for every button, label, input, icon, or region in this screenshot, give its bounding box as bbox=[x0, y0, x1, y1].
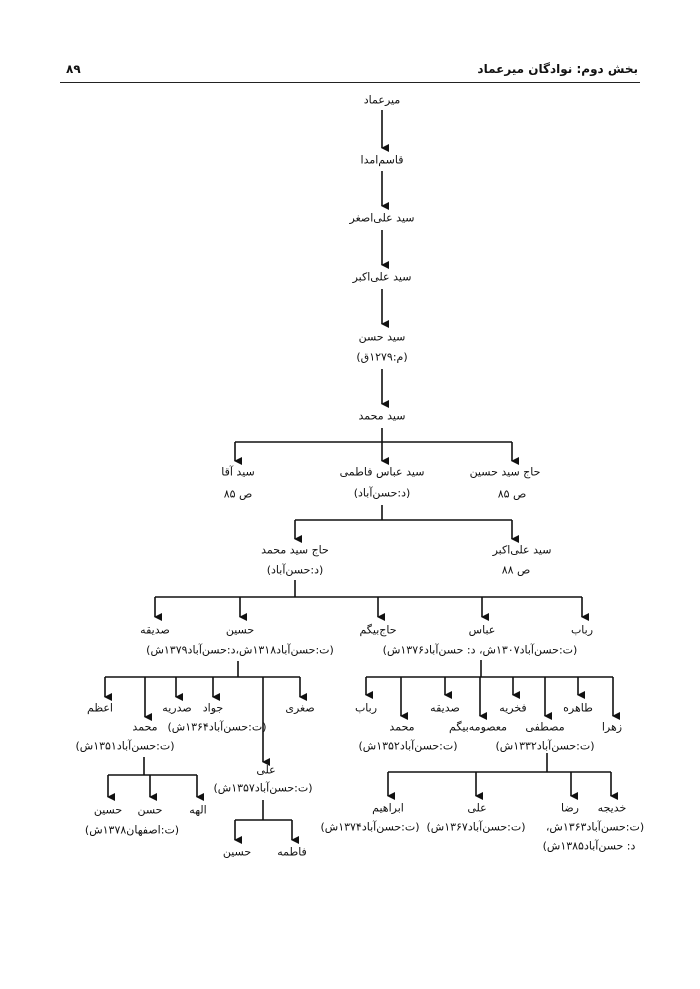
person-name: رضا bbox=[560, 801, 580, 815]
person-name: حسین bbox=[93, 803, 123, 817]
person-name: سید حسن bbox=[358, 330, 406, 344]
person-name: علی bbox=[256, 763, 276, 777]
person-name: میرعماد bbox=[363, 93, 401, 107]
person-name: خدیجه bbox=[597, 801, 627, 815]
person-note: (ت:حسن‌آباد۱۳۵۷ش) bbox=[213, 781, 313, 795]
person-note: (ت:حسن‌آباد۱۳۵۱ش) bbox=[75, 739, 175, 753]
person-name: رباب bbox=[354, 701, 378, 715]
person-name: حسن bbox=[137, 803, 163, 817]
person-name: صدیقه bbox=[140, 623, 170, 637]
chapter-title: بخش دوم: نوادگان میرعماد bbox=[477, 62, 638, 76]
person-name: حسین bbox=[225, 623, 255, 637]
person-note: (ت:حسن‌آباد۱۳۱۸ش،د:حسن‌آباد۱۳۷۹ش) bbox=[146, 643, 334, 657]
person-name: علی bbox=[467, 801, 487, 815]
person-note: (ت:حسن‌آباد۱۳۰۷ش، د: حسن‌آباد۱۳۷۶ش) bbox=[382, 643, 578, 657]
person-note: (م:۱۲۷۹ق) bbox=[356, 350, 408, 364]
gen4-connectors bbox=[154, 580, 589, 621]
gen3-connectors bbox=[294, 505, 519, 543]
person-name: الهه bbox=[189, 803, 207, 817]
person-name: طاهره bbox=[563, 701, 593, 715]
person-name: اعظم bbox=[87, 701, 113, 715]
person-name: سید آقا bbox=[221, 465, 255, 479]
person-name: سید علی‌اصغر bbox=[349, 211, 415, 225]
person-name: حاج سید محمد bbox=[261, 543, 329, 557]
header-divider bbox=[60, 82, 640, 83]
person-note: (ت:حسن‌آباد۱۳۵۲ش) bbox=[358, 739, 458, 753]
gen2-connectors bbox=[234, 428, 519, 465]
abbas-connectors bbox=[365, 660, 620, 800]
page-ref: ص ۸۸ bbox=[501, 563, 531, 577]
person-name: حاج سید حسین bbox=[469, 465, 541, 479]
person-name: سید محمد bbox=[358, 409, 406, 423]
person-name: حاج‌بیگم bbox=[359, 623, 397, 637]
person-note: (ت:اصفهان۱۳۷۸ش) bbox=[84, 823, 180, 837]
person-note: (د:حسن‌آباد) bbox=[266, 563, 324, 577]
person-name: ابراهیم bbox=[372, 801, 404, 815]
person-name: زهرا bbox=[601, 720, 623, 734]
person-name: جواد bbox=[202, 701, 224, 715]
page-ref: ص ۸۵ bbox=[223, 487, 253, 501]
person-name: صدریه bbox=[162, 701, 192, 715]
person-name: مصطفی bbox=[525, 720, 565, 734]
person-note: د: حسن‌آباد۱۳۸۵ش) bbox=[542, 839, 636, 853]
hossein-connectors bbox=[104, 661, 307, 844]
person-name: فاطمه bbox=[277, 845, 307, 859]
person-name: محمد bbox=[132, 720, 158, 734]
person-name: عباس bbox=[468, 623, 496, 637]
person-name: صدیقه bbox=[430, 701, 460, 715]
person-note: (ت:حسن‌آباد۱۳۶۷ش) bbox=[426, 820, 526, 834]
person-name: رباب bbox=[570, 623, 594, 637]
person-name: محمد bbox=[389, 720, 415, 734]
person-name: سید عباس فاطمی bbox=[339, 465, 425, 479]
person-note: (د:حسن‌آباد) bbox=[353, 486, 411, 500]
person-name: فخریه bbox=[499, 701, 527, 715]
person-note: (ت:حسن‌آباد۱۳۷۴ش) bbox=[320, 820, 420, 834]
person-name: قاسم‌امدا bbox=[360, 153, 404, 167]
person-note: (ت:حسن‌آباد۱۳۶۴ش) bbox=[167, 720, 267, 734]
person-note: (ت:حسن‌آباد۱۳۶۳ش، bbox=[545, 820, 645, 834]
person-name: سید علی‌اکبر bbox=[352, 270, 412, 284]
person-name: صغری bbox=[285, 701, 315, 715]
person-note: (ت:حسن‌آباد۱۳۳۲ش) bbox=[495, 739, 595, 753]
person-name: معصومه‌بیگم bbox=[449, 720, 507, 734]
person-name: حسین bbox=[222, 845, 252, 859]
page-ref: ص ۸۵ bbox=[497, 487, 527, 501]
page-number: ۸۹ bbox=[66, 62, 81, 76]
person-name: سید علی‌اکبر bbox=[492, 543, 552, 557]
